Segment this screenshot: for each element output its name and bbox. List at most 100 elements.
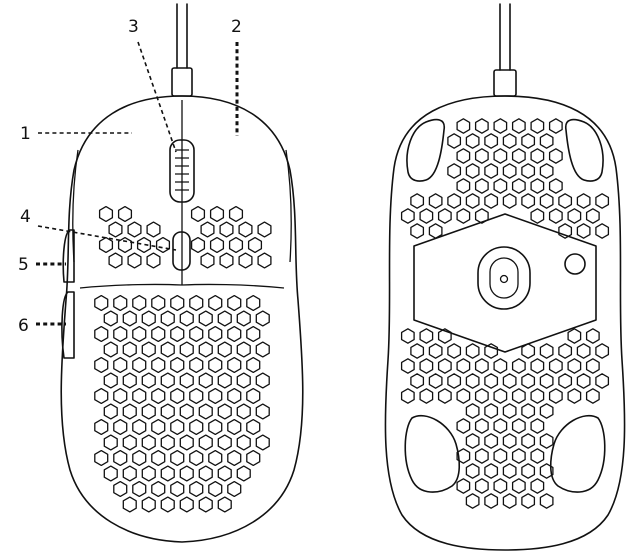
honeycomb-hole [238, 221, 253, 238]
honeycomb-hole [179, 496, 194, 513]
honeycomb-hole [108, 221, 123, 238]
honeycomb-hole [160, 403, 175, 420]
mouse-top-view [60, 3, 304, 543]
honeycomb-hole [410, 193, 425, 209]
honeycomb-hole [474, 478, 489, 494]
honeycomb-hole [170, 325, 185, 343]
honeycomb-hole [151, 480, 166, 498]
honeycomb-hole [151, 356, 166, 374]
honeycomb-hole [530, 358, 545, 374]
honeycomb-hole [179, 403, 194, 420]
honeycomb-hole [595, 193, 610, 209]
honeycomb-hole [484, 493, 499, 509]
top-left-foot [406, 118, 446, 182]
honeycomb-hole [576, 223, 591, 239]
honeycomb-hole [198, 372, 213, 389]
honeycomb-hole [493, 178, 508, 194]
honeycomb-hole [170, 387, 185, 405]
honeycomb-hole [521, 463, 536, 479]
honeycomb-hole [255, 372, 270, 389]
honeycomb-hole [558, 343, 573, 359]
honeycomb-hole [94, 356, 109, 374]
honeycomb-hole [94, 449, 109, 467]
honeycomb-hole [236, 465, 251, 482]
honeycomb-hole [539, 493, 554, 509]
honeycomb-hole [410, 373, 425, 389]
honeycomb-hole [493, 118, 508, 134]
honeycomb-hole [151, 418, 166, 436]
honeycomb-hole [465, 343, 480, 359]
honeycomb-hole [122, 310, 137, 327]
honeycomb-hole [511, 148, 526, 164]
honeycomb-hole [98, 205, 114, 223]
honeycomb-hole [189, 387, 204, 405]
honeycomb-hole [548, 388, 563, 404]
honeycomb-hole [227, 418, 242, 436]
honeycomb-hole [160, 465, 175, 482]
honeycomb-hole [456, 388, 471, 404]
mouse-bottom-view [384, 3, 626, 551]
honeycomb-hole [132, 387, 147, 405]
honeycomb-hole [474, 208, 489, 224]
honeycomb-hole [236, 341, 251, 358]
honeycomb-hole [521, 163, 536, 179]
honeycomb-hole [198, 403, 213, 420]
honeycomb-hole [113, 387, 128, 405]
honeycomb-hole [179, 465, 194, 482]
honeycomb-hole [484, 463, 499, 479]
honeycomb-hole [530, 418, 545, 434]
honeycomb-hole [198, 496, 213, 513]
honeycomb-hole [484, 193, 499, 209]
honeycomb-hole [502, 193, 517, 209]
honeycomb-hole [428, 343, 443, 359]
honeycomb-hole [246, 294, 261, 312]
honeycomb-hole [113, 480, 128, 498]
honeycomb-hole [465, 433, 480, 449]
honeycomb-hole [246, 387, 261, 405]
honeycomb-hole [227, 387, 242, 405]
honeycomb-hole [502, 493, 517, 509]
honeycomb-hole [219, 221, 234, 238]
honeycomb-hole [539, 193, 554, 209]
honeycomb-hole [558, 223, 573, 239]
honeycomb-hole [410, 343, 425, 359]
button-bottom-edge [79, 283, 285, 289]
honeycomb-hole [209, 236, 225, 254]
honeycomb-hole [511, 358, 526, 374]
honeycomb-hole [484, 133, 499, 149]
honeycomb-hole [465, 193, 480, 209]
honeycomb-hole [539, 403, 554, 419]
honeycomb-hole [456, 118, 471, 134]
honeycomb-hole [257, 221, 272, 238]
honeycomb-hole [155, 236, 171, 254]
honeycomb-hole [170, 480, 185, 498]
honeycomb-hole [190, 205, 206, 223]
callout-2-label: 2 [231, 17, 242, 37]
honeycomb-hole [539, 163, 554, 179]
honeycomb-hole [238, 252, 253, 269]
honeycomb-hole [456, 178, 471, 194]
honeycomb-hole [132, 325, 147, 343]
honeycomb-hole [227, 480, 242, 498]
honeycomb-hole [521, 373, 536, 389]
honeycomb-hole [141, 465, 156, 482]
side-button-forward [62, 229, 75, 283]
honeycomb-hole [437, 208, 452, 224]
honeycomb-hole [428, 223, 443, 239]
top-right-foot [564, 118, 604, 182]
bottom-cable [493, 3, 517, 97]
callout-3-label: 3 [128, 17, 139, 37]
honeycomb-hole [122, 496, 137, 513]
honeycomb-hole [539, 133, 554, 149]
callout-4: 4 [20, 207, 177, 251]
honeycomb-hole [255, 434, 270, 451]
honeycomb-hole [521, 403, 536, 419]
honeycomb-hole [502, 433, 517, 449]
bottom-switch [564, 253, 586, 275]
honeycomb-hole [108, 252, 123, 269]
honeycomb-hole [548, 208, 563, 224]
honeycomb-hole [585, 328, 600, 344]
honeycomb-hole [595, 343, 610, 359]
honeycomb-hole [113, 294, 128, 312]
honeycomb-hole [198, 310, 213, 327]
